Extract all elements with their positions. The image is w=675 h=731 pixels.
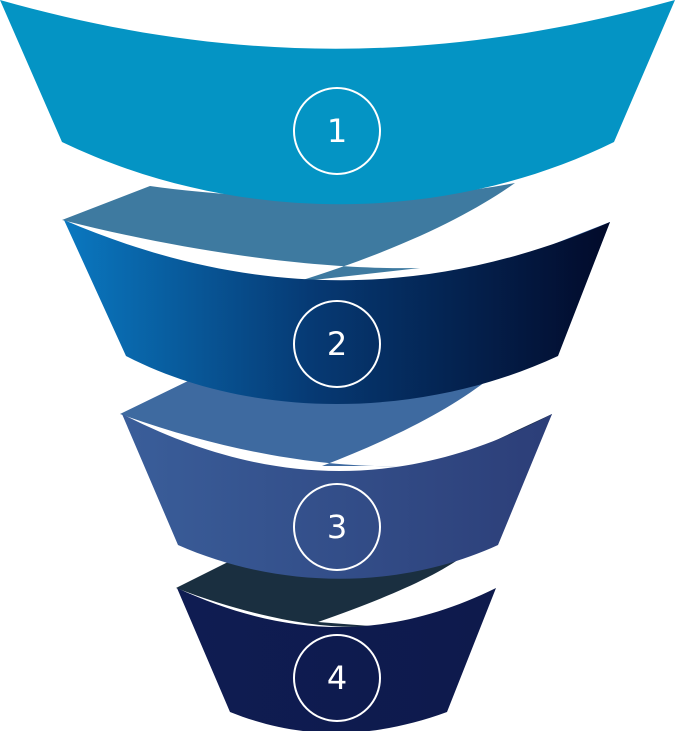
stage-1-number: 1 [327, 112, 347, 150]
stage-1-badge: 1 [293, 87, 381, 175]
stage-4-badge: 4 [293, 634, 381, 722]
stage-2-ring [293, 300, 381, 388]
stage-4-ring [293, 634, 381, 722]
funnel-stage-3 [122, 414, 552, 579]
stage-3-ring [293, 483, 381, 571]
funnel-stage-4 [177, 588, 496, 731]
stage-3-badge: 3 [293, 483, 381, 571]
stage-3-number: 3 [327, 508, 347, 546]
stage-2-badge: 2 [293, 300, 381, 388]
stage-4-number: 4 [327, 659, 347, 697]
funnel-stage-1 [0, 0, 675, 205]
ribbon-1-2 [62, 183, 515, 282]
stage-2-number: 2 [327, 325, 347, 363]
funnel-stage-2 [64, 220, 610, 404]
stage-1-ring [293, 87, 381, 175]
